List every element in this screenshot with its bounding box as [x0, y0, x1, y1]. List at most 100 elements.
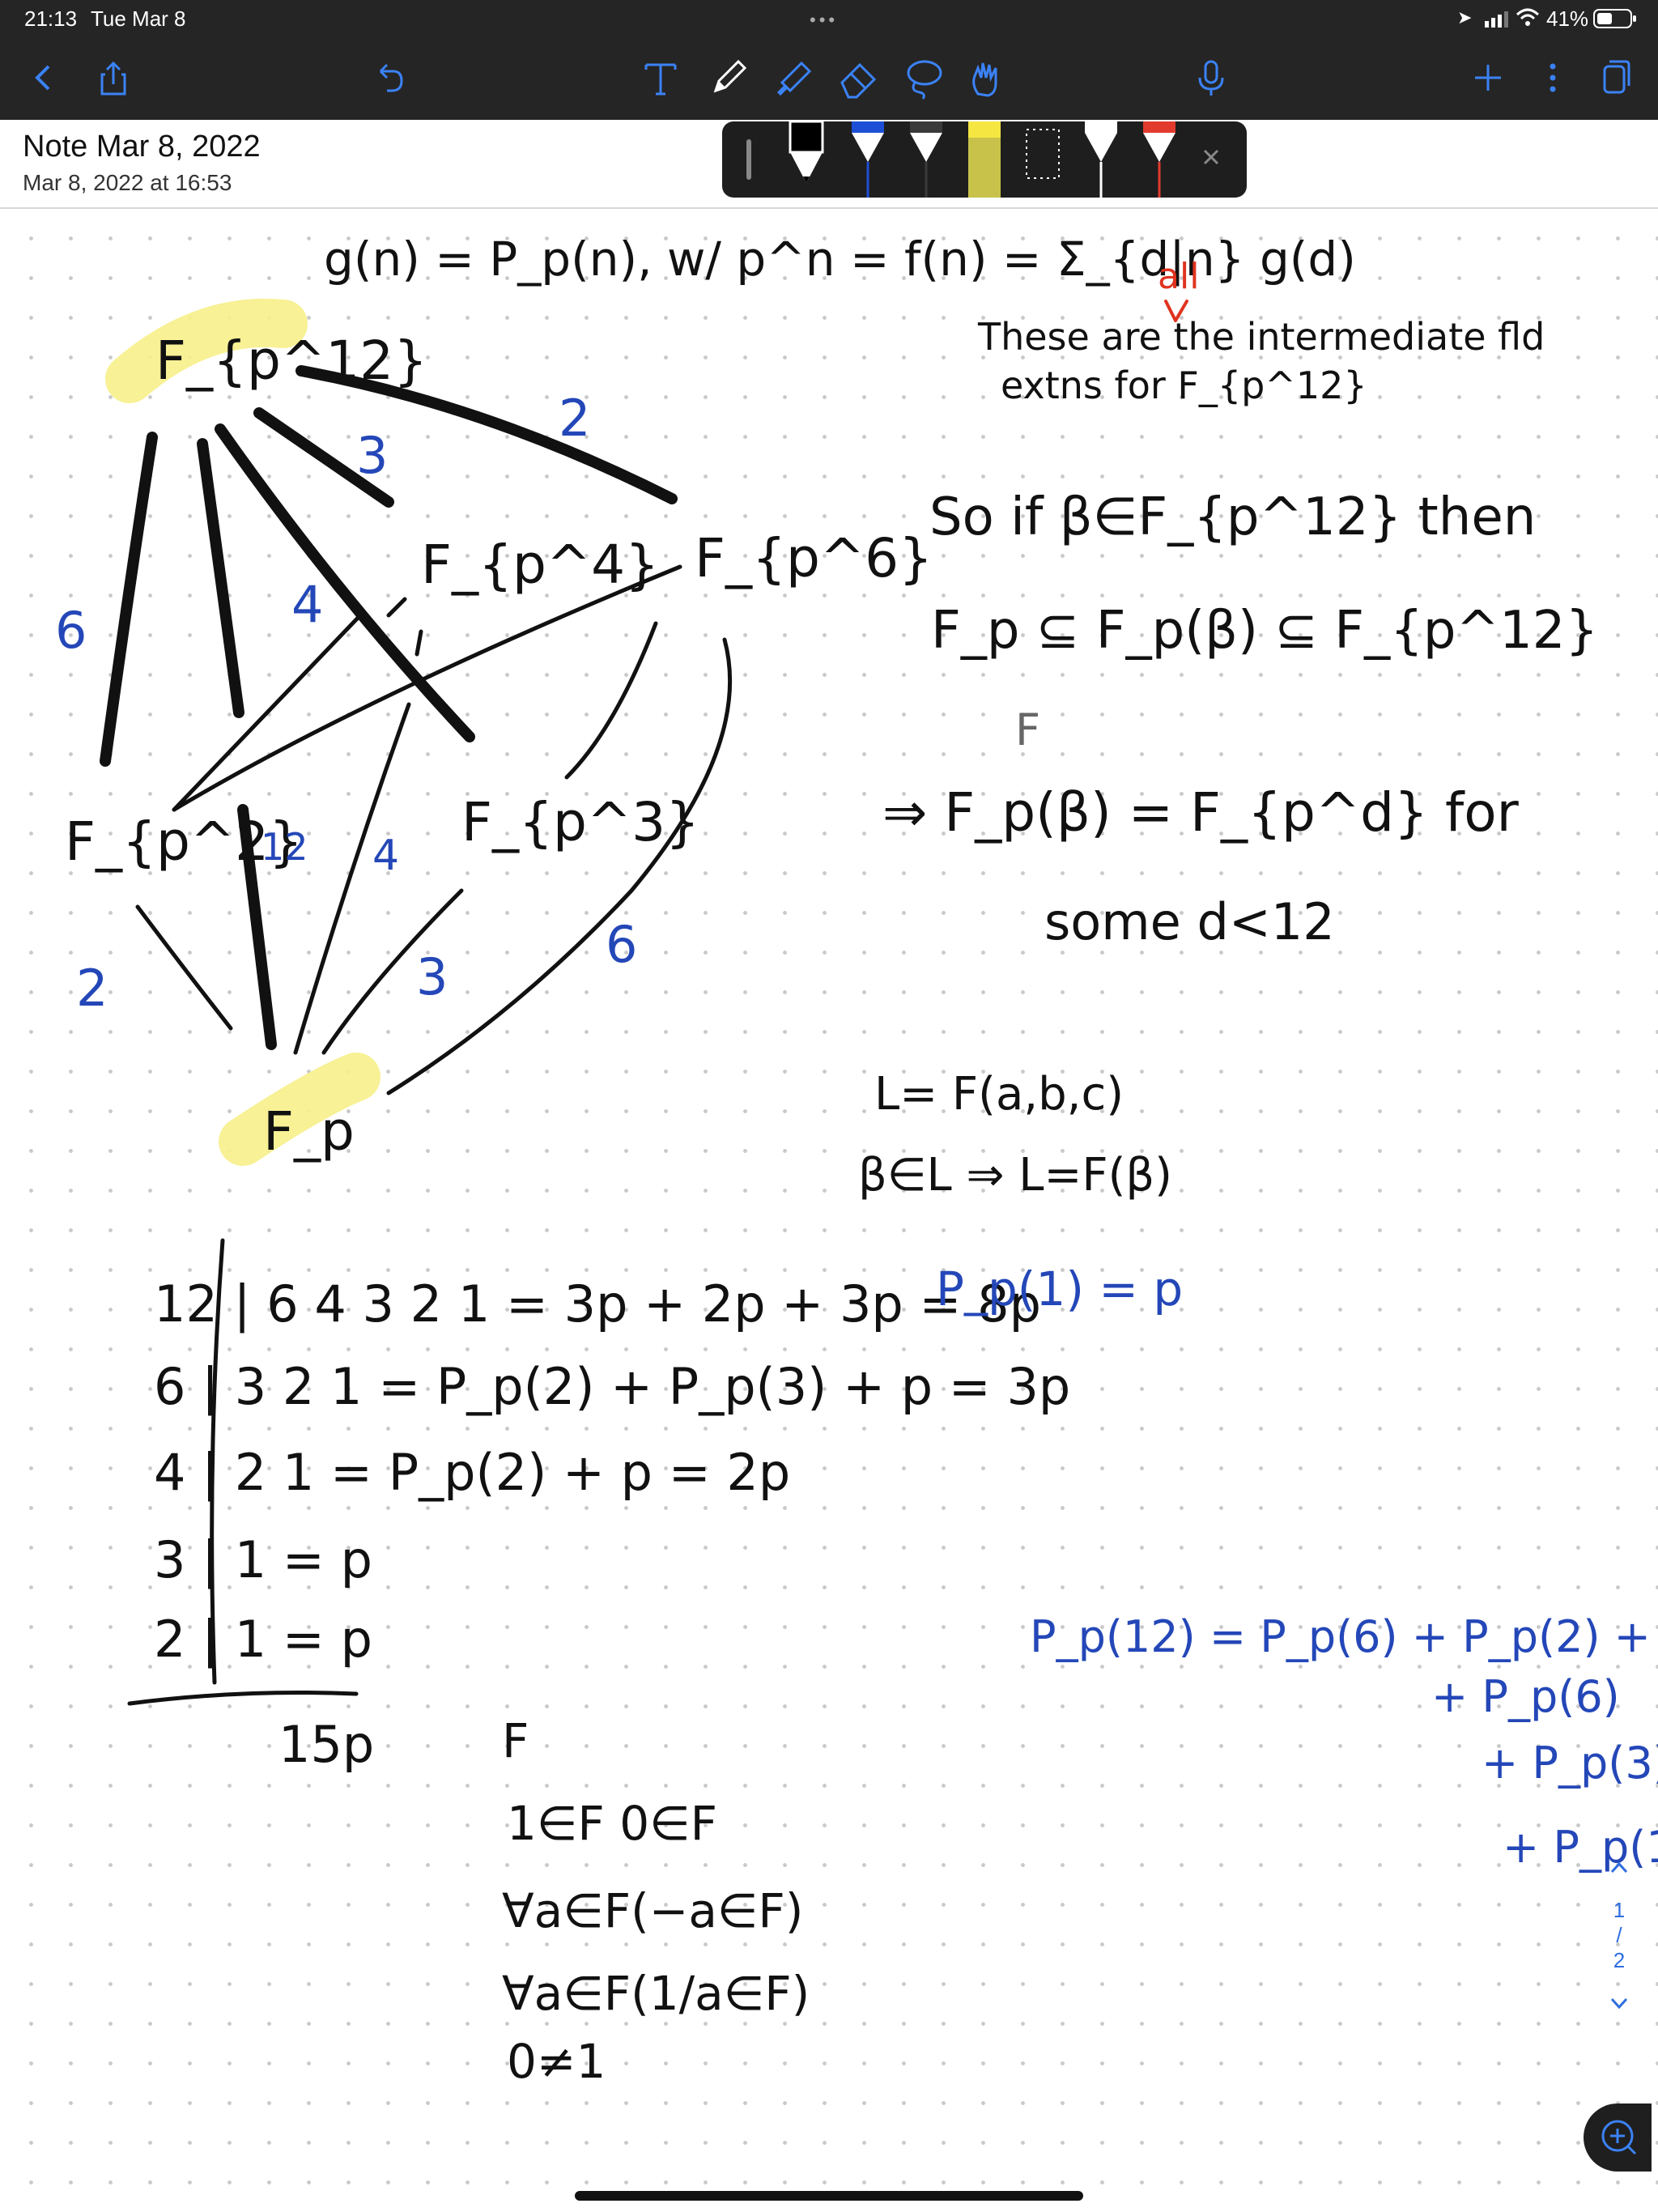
undo-icon[interactable]: [364, 53, 413, 102]
axiom-line: 0≠1: [507, 2034, 606, 2089]
table-row: 6 | 3 2 1 = P_p(2) + P_p(3) + p = 3p: [154, 1357, 1070, 1417]
inclusion-line: F_p ⊆ F_p(β) ⊆ F_{p^12}: [931, 601, 1598, 661]
pen-swatch-white[interactable]: [1085, 121, 1117, 198]
diagram-thin-edges: [135, 564, 733, 1095]
axiom-line: F: [502, 1713, 529, 1768]
highlighter-icon[interactable]: [769, 53, 818, 102]
edge-label: 6: [606, 915, 637, 974]
wifi-icon: [1516, 6, 1540, 33]
page-indicator[interactable]: 1 / 2: [1605, 1856, 1634, 2050]
edge-label: 3: [416, 947, 448, 1006]
edge-label: 4: [291, 575, 323, 634]
edge-label: 2: [76, 959, 108, 1018]
field-label-p: F_p: [263, 1100, 355, 1163]
pages-icon[interactable]: [1590, 53, 1639, 102]
hand-pen-icon[interactable]: [963, 53, 1012, 102]
close-palette-icon[interactable]: [1203, 149, 1219, 165]
inclusion-sub: F: [1015, 704, 1040, 755]
note-date: Mar 8, 2022 at 16:53: [23, 170, 232, 195]
edge-label: 4: [372, 832, 399, 880]
sum-line: + P_p(3): [1482, 1738, 1658, 1789]
text-tool-icon[interactable]: [636, 53, 685, 102]
axiom-line: ∀a∈F(1/a∈F): [502, 1966, 810, 2021]
lasso-icon[interactable]: [899, 53, 947, 102]
share-icon[interactable]: [89, 53, 138, 102]
battery-icon: [1593, 8, 1639, 29]
table-sum-rule: [127, 1691, 359, 1706]
table-row: 4 | 2 1 = P_p(2) + p = 2p: [154, 1443, 790, 1503]
status-bar: 21:13 Tue Mar 8 ••• ➤ 41%: [0, 0, 1658, 37]
highlight-stroke: [219, 1053, 380, 1166]
sum-line: + P_p(6): [1431, 1671, 1620, 1722]
pp1-note: P_p(1) = p: [936, 1261, 1183, 1317]
page-current: 1: [1613, 1898, 1626, 1922]
diagram-thick-edges: [100, 365, 678, 1050]
edge-label: 6: [55, 601, 87, 660]
field-label-p6: F_{p^6}: [695, 527, 933, 589]
table-total: 15p: [278, 1715, 374, 1774]
some-line: some d<12: [1044, 892, 1335, 951]
page-separator: /: [1616, 1923, 1622, 1947]
pen-icon[interactable]: [704, 53, 753, 102]
so-if-line: So if β∈F_{p^12} then: [929, 487, 1536, 547]
field-axioms: F 1∈F 0∈F ∀a∈F(−a∈F) ∀a∈F(1/a∈F) 0≠1: [502, 1713, 810, 2089]
divisor-table: 12 | 6 4 3 2 1 = 3p + 2p + 3p = 8p 6 | 3…: [154, 1274, 1070, 1774]
pen-swatch-blue[interactable]: [852, 121, 884, 198]
status-date: Tue Mar 8: [91, 6, 186, 31]
beta-implication: β∈L ⇒ L=F(β): [858, 1149, 1172, 1202]
caret-mark: [1164, 300, 1188, 322]
add-icon[interactable]: [1464, 53, 1512, 102]
edge-labels: 6 4 3 2 12 4 3 2 6: [55, 389, 637, 1018]
page-up-icon[interactable]: [1605, 1856, 1634, 1885]
field-label-p4: F_{p^4}: [421, 534, 659, 596]
note-title[interactable]: Note Mar 8, 2022: [23, 130, 261, 164]
formula-top: g(n) = P_p(n), w/ p^n = f(n) = Σ_{d|n} g…: [324, 232, 1356, 287]
eraser-icon[interactable]: [834, 53, 882, 102]
header-divider: [0, 207, 1658, 209]
note-all: all: [1158, 256, 1199, 297]
page-down-icon[interactable]: [1605, 1991, 1634, 2021]
multitask-dots-icon[interactable]: •••: [810, 10, 839, 30]
pen-swatch-red[interactable]: [1143, 121, 1175, 198]
zoom-in-icon: [1601, 2120, 1637, 2155]
toolbar: [0, 37, 1658, 120]
field-label-p2: F_{p^2}: [65, 810, 303, 873]
palette-handle-icon[interactable]: [746, 139, 751, 180]
page-total: 2: [1613, 1948, 1626, 1972]
location-icon: ➤: [1457, 7, 1473, 28]
axiom-line: ∀a∈F(−a∈F): [502, 1883, 803, 1938]
note-line-1: These are the intermediate fld: [977, 315, 1545, 359]
edge-label: 12: [261, 825, 308, 869]
pen-swatch-dotted[interactable]: [1026, 129, 1060, 179]
field-label-p3: F_{p^3}: [461, 791, 699, 853]
table-vertical-rule: [210, 1238, 225, 1685]
field-labels: F_{p^12} F_{p^6} F_{p^4} F_{p^3} F_{p^2}…: [65, 330, 933, 1163]
sum-line: + P_p(1): [1503, 1822, 1658, 1873]
edge-label: 2: [559, 389, 590, 448]
note-page[interactable]: [0, 209, 1658, 2212]
axiom-line: 1∈F 0∈F: [507, 1796, 717, 1851]
sum-line: P_p(12) = P_p(6) + P_p(2) + P_p(4): [1030, 1611, 1658, 1662]
more-icon[interactable]: [1528, 53, 1577, 102]
battery-percent: 41%: [1546, 6, 1589, 31]
back-icon[interactable]: [19, 53, 68, 102]
zoom-button[interactable]: [1584, 2104, 1652, 2172]
sum-expansion: P_p(12) = P_p(6) + P_p(2) + P_p(4) + P_p…: [1030, 1611, 1658, 1873]
pen-swatch-black[interactable]: [789, 120, 824, 183]
note-line-2: extns for F_{p^12}: [1001, 364, 1367, 407]
microphone-icon[interactable]: [1187, 53, 1235, 102]
edge-label: 3: [356, 426, 388, 485]
home-indicator[interactable]: [575, 2191, 1083, 2201]
highlight-stroke: [105, 298, 308, 403]
implies-line: ⇒ F_p(β) = F_{p^d} for: [882, 781, 1520, 844]
pen-swatch-dark-gray[interactable]: [910, 121, 942, 198]
status-time: 21:13: [24, 6, 78, 31]
signal-icon: [1485, 10, 1509, 28]
table-row: 12 | 6 4 3 2 1 = 3p + 2p + 3p = 8p: [154, 1274, 1041, 1334]
field-label-p12: F_{p^12}: [155, 330, 427, 392]
pen-swatch-yellow[interactable]: [968, 121, 1001, 198]
L-definition: L= F(a,b,c): [874, 1068, 1124, 1121]
table-row: 2 | 1 = p: [154, 1610, 372, 1670]
pen-palette: [722, 120, 1247, 198]
